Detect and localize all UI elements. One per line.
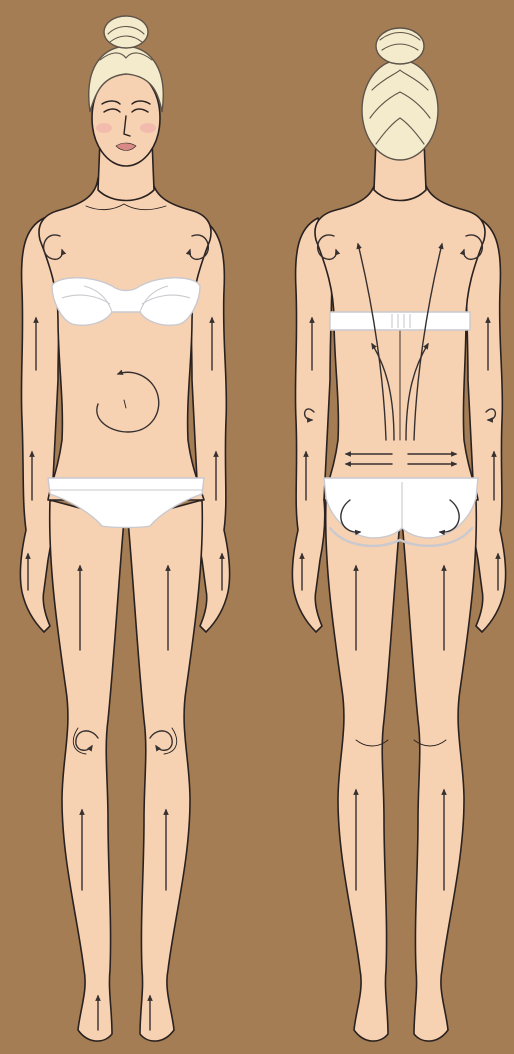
back-hair [362, 60, 438, 160]
front-blush-right [140, 123, 156, 133]
back-bra-band [330, 312, 470, 330]
front-blush-left [96, 123, 112, 133]
back-hair-bun [376, 28, 424, 64]
front-torso [39, 178, 211, 500]
